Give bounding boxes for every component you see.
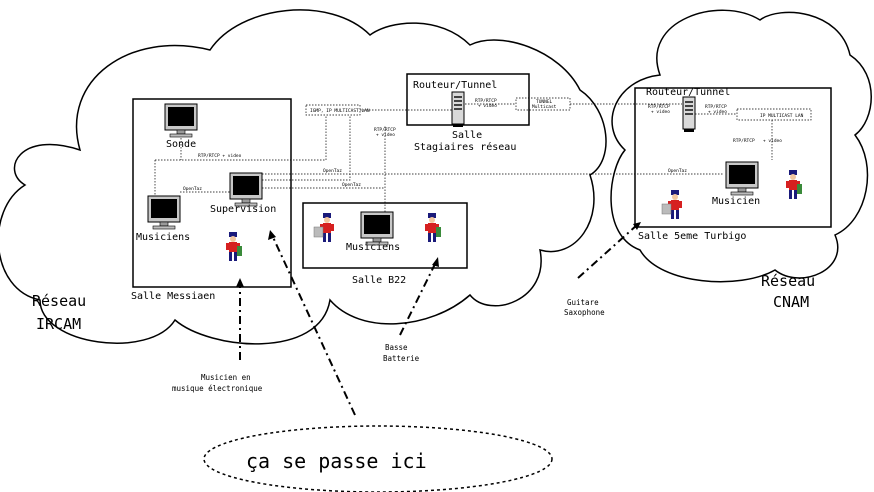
rtp-b22-line2: + video [376,132,395,138]
room-messiaen-label: Salle Messiaen [131,291,215,302]
basse-annotation-line2: Batterie [383,354,420,363]
ircam-cloud-label-line2: IRCAM [36,315,81,333]
rtp-d-label-2: + video [763,138,782,144]
cnam-sax-musician-icon [786,170,802,199]
arrow-heads [236,222,641,287]
rtp-d-label: RTP/RTCP [733,138,755,144]
rtp-b-line1: RTP/RTCP [648,104,670,110]
room-turbigo [634,87,832,228]
cnam-cloud-label-line2: CNAM [773,293,809,311]
rtp-b-line2: + video [651,109,670,115]
room-b22-label: Salle B22 [352,275,406,286]
ircam-cloud-label-line1: Réseau [32,292,86,310]
ircam-router-server-icon [451,91,465,128]
opentaz-label-2: OpenTaz [323,168,342,174]
cnam-guitar-musician-icon [661,189,683,220]
rtp-c-line2: + video [708,109,727,115]
guitare-annotation-line2: Saxophone [564,308,605,317]
opentaz-label-1: OpenTaz [183,186,202,192]
musiciens-b22-label: Musiciens [346,242,400,253]
callout-text: ça se passe ici [246,449,427,473]
tunnel-label-line1: TUNNEL [536,99,553,105]
tunnel-label-line2: Multicast [532,104,557,110]
rtp-b22-line1: RTP/RTCP [374,127,396,133]
electro-annotation-line2: musique électronique [172,384,263,393]
routeur-ircam-label: Routeur/Tunnel [413,80,497,91]
b22-monitor-icon [360,211,394,246]
opentaz-label-cnam: OpenTaz [668,168,687,174]
sonde-label: Sonde [166,139,196,150]
electro-musician-icon [226,232,242,261]
b22-guitar-musician-icon [313,212,335,243]
cnam-cloud-label-line1: Réseau [761,272,815,290]
annotation-arrows [239,224,638,416]
supervision-monitor-icon [229,172,263,207]
routeur-cnam-label: Routeur/Tunnel [646,87,730,98]
sonde-monitor-icon [164,103,198,138]
ip-multicast-cnam-label: IP MULTICAST LAN [760,113,804,119]
room-stagiaires-label-line1: Salle [452,130,482,141]
rtp-sonde-label: RTP/RTCP + video [198,153,242,159]
network-links [154,97,812,212]
musiciens-monitor-icon [147,195,181,230]
electro-annotation-line1: Musicien en [201,373,251,382]
room-messiaen [132,98,292,288]
room-turbigo-label: Salle 5eme Turbigo [638,231,746,242]
basse-annotation-line1: Basse [385,343,408,352]
room-stagiaires-label-line2: Stagiaires réseau [414,141,516,153]
cnam-network-cloud [610,9,872,283]
supervision-label: Supervision [210,204,276,215]
b22-drums-musician-icon [425,213,441,242]
guitare-annotation-line1: Guitare [567,298,599,307]
room-stagiaires [406,73,530,126]
ircam-network-cloud [0,9,607,345]
musicien-cnam-label: Musicien [712,196,760,207]
igmp-label: IGMP, IP MULTICAST LAN [310,108,370,114]
cnam-monitor-icon [725,161,759,196]
rtp-a-line2: + video [478,103,497,109]
opentaz-label-3: OpenTaz [342,182,361,188]
rtp-c-line1: RTP/RTCP [705,104,727,110]
cnam-router-server-icon [682,96,696,133]
rtp-a-line1: RTP/RTCP [475,98,497,104]
musiciens-messiaen-label: Musiciens [136,232,190,243]
callout-ellipse [203,425,553,492]
